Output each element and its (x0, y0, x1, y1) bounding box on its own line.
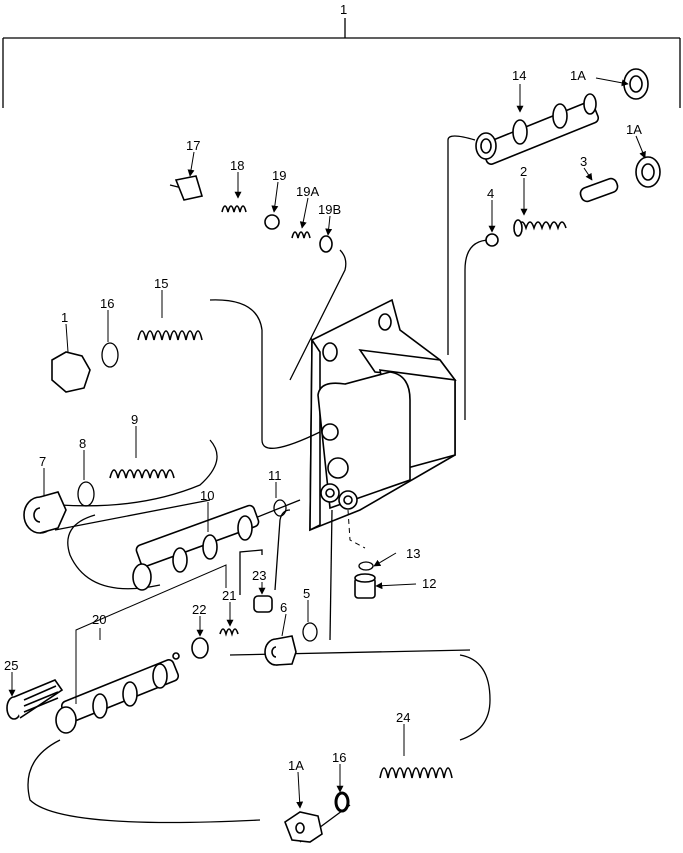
washer-19B (319, 235, 333, 253)
plug-1A-lower (284, 811, 323, 843)
callout-1-top: 1 (340, 2, 347, 17)
callout-12: 12 (422, 576, 436, 591)
callout-19A: 19A (296, 184, 319, 199)
spring-2 (513, 219, 567, 237)
callout-3: 3 (580, 154, 587, 169)
spring-21 (219, 628, 239, 637)
plug-12 (354, 573, 376, 599)
callout-22: 22 (192, 602, 206, 617)
callout-18: 18 (230, 158, 244, 173)
spring-24 (379, 767, 453, 779)
callout-19: 19 (272, 168, 286, 183)
callout-1A-c: 1A (288, 758, 304, 773)
leader-lines (8, 77, 646, 809)
callout-1A-b: 1A (626, 122, 642, 137)
callout-17: 17 (186, 138, 200, 153)
callout-1A-a: 1A (570, 68, 586, 83)
spring-9 (109, 469, 175, 479)
callout-13: 13 (406, 546, 420, 561)
spool-14 (475, 93, 600, 165)
callout-labels: 1 14 1A 1A 2 3 4 17 18 19 19A 19B 1 16 1… (4, 2, 642, 773)
spool-10 (132, 504, 260, 591)
callout-1-plug: 1 (61, 310, 68, 325)
valve-housing (309, 298, 457, 532)
washer-13 (358, 561, 374, 571)
spool-20 (55, 652, 180, 734)
plug-1 (51, 351, 91, 393)
spring-18 (221, 205, 247, 213)
ring-11 (273, 499, 287, 517)
callout-11: 11 (268, 468, 282, 483)
cap-7 (23, 491, 67, 534)
ball-19 (264, 214, 280, 230)
spring-15 (137, 330, 203, 341)
link-3 (579, 177, 619, 203)
ring-16-lower (334, 791, 350, 813)
callout-16-b: 16 (332, 750, 346, 765)
part-22 (191, 637, 209, 659)
spring-19A (291, 231, 311, 239)
callout-20: 20 (92, 612, 106, 627)
callout-2: 2 (520, 164, 527, 179)
detent-17 (174, 175, 204, 201)
callout-9: 9 (131, 412, 138, 427)
assembly-bracket (2, 18, 681, 108)
callout-24: 24 (396, 710, 410, 725)
callout-14: 14 (512, 68, 526, 83)
callout-19B: 19B (318, 202, 341, 217)
callout-21: 21 (222, 588, 236, 603)
cap-6 (264, 635, 297, 666)
filter-25 (6, 679, 64, 720)
callout-4: 4 (487, 186, 494, 201)
callout-15: 15 (154, 276, 168, 291)
assembly-paths (27, 135, 491, 843)
callout-25: 25 (4, 658, 18, 673)
ring-16 (101, 342, 119, 368)
ring-8 (77, 481, 95, 507)
piston-23 (253, 595, 273, 613)
callout-23: 23 (252, 568, 266, 583)
ring-5 (302, 622, 318, 642)
callout-6: 6 (280, 600, 287, 615)
callout-7: 7 (39, 454, 46, 469)
callout-5: 5 (303, 586, 310, 601)
plug-1A-top (623, 68, 661, 188)
ball-4 (485, 233, 499, 247)
callout-10: 10 (200, 488, 214, 503)
callout-8: 8 (79, 436, 86, 451)
callout-16-a: 16 (100, 296, 114, 311)
